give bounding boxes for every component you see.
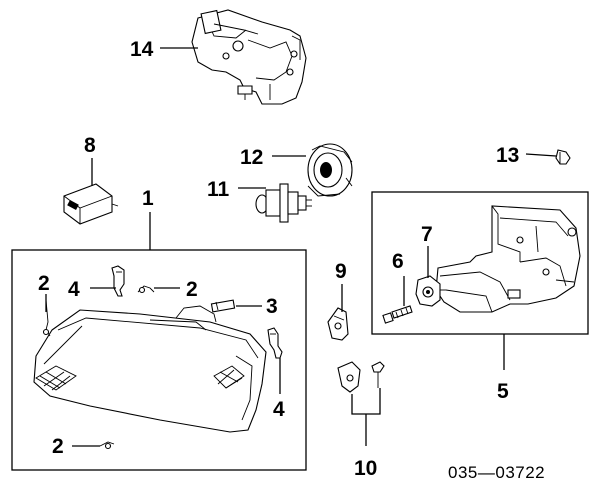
- lens-pattern-right: [213, 365, 245, 389]
- part-headlight-lens: [33, 305, 267, 433]
- callout-2a: 2: [38, 272, 50, 295]
- callout-1: 1: [142, 187, 154, 210]
- lens-pattern-left: [35, 365, 77, 391]
- part-13-clip: [555, 149, 571, 165]
- part-7-motor: [415, 275, 446, 307]
- part-2-clip-top: [137, 285, 155, 294]
- leader-10: [351, 388, 381, 446]
- part-4-adjuster-right: [267, 327, 283, 359]
- callout-2c: 2: [52, 435, 64, 458]
- callout-12: 12: [240, 146, 263, 169]
- part-5-actuator-housing: [435, 205, 581, 313]
- callout-4a: 4: [68, 278, 80, 301]
- actuator-assembly-box: [371, 191, 589, 335]
- part-8-module: [63, 183, 119, 225]
- part-4-adjuster-upper: [111, 265, 125, 297]
- callout-13: 13: [496, 144, 519, 167]
- part-3-pin: [210, 299, 236, 313]
- callout-6: 6: [392, 250, 404, 273]
- callout-3: 3: [266, 295, 278, 318]
- part-2-clip-left: [42, 299, 51, 337]
- callout-4b: 4: [273, 398, 285, 421]
- headlight-assembly-box: [11, 249, 307, 471]
- part-10-bracket-bolt: [337, 361, 385, 393]
- part-12-socket-cover: [307, 143, 353, 197]
- callout-7: 7: [421, 223, 433, 246]
- callout-11: 11: [207, 178, 230, 201]
- diagram-part-number: 035—03722: [448, 463, 545, 482]
- part-6-screw: [382, 305, 413, 324]
- part-11-bulb: [255, 183, 312, 223]
- part-9-bracket: [327, 307, 349, 341]
- callout-5: 5: [497, 380, 509, 403]
- callout-9: 9: [335, 260, 347, 283]
- leader-13: [525, 153, 557, 157]
- callout-14: 14: [130, 38, 154, 61]
- part-2-clip-bottom: [99, 441, 115, 450]
- callout-8: 8: [84, 134, 96, 157]
- part-14-bracket: [191, 9, 307, 105]
- callout-2b: 2: [186, 278, 198, 301]
- callout-10: 10: [354, 457, 377, 480]
